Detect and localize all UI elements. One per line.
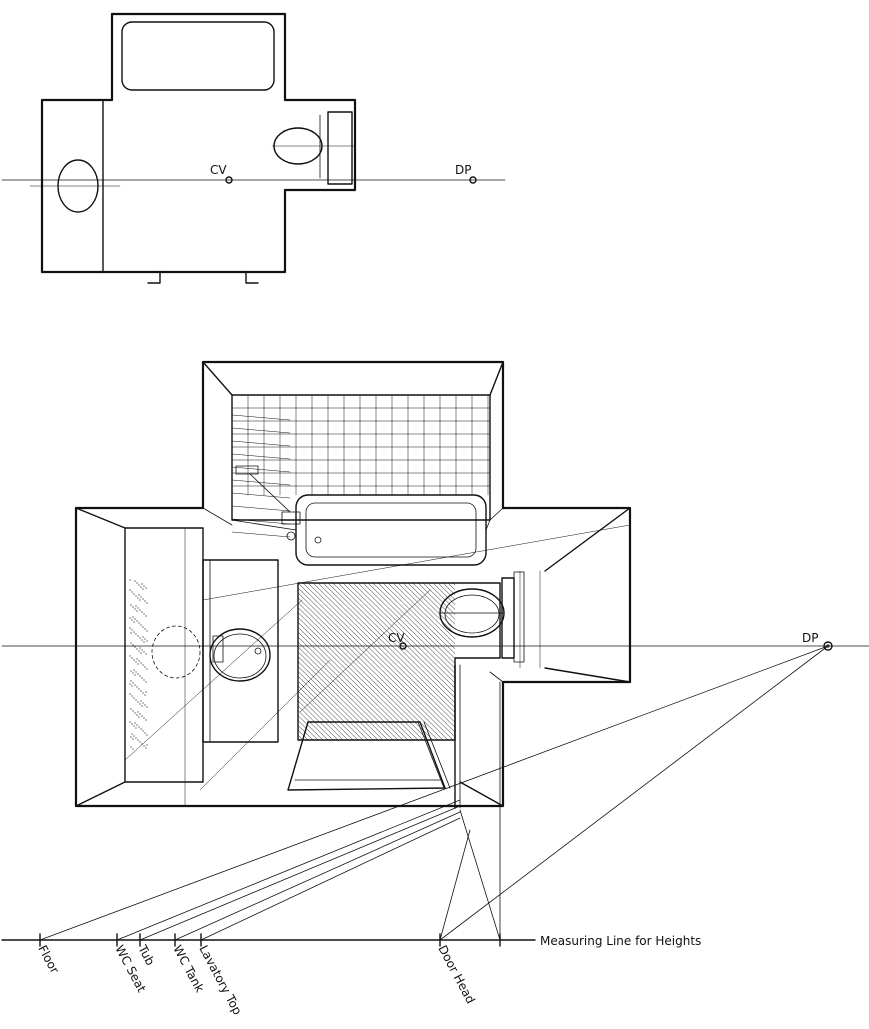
height-label-tub: Tub [135, 942, 158, 968]
persp-lavatory-bowl [209, 628, 271, 682]
persp-lavatory-faucet [212, 635, 224, 663]
persp-floor-hatching [297, 582, 456, 741]
persp-lavatory-hidden [151, 625, 201, 679]
measuring-ticks [39, 933, 501, 947]
height-label-door-head: Door Head [435, 943, 477, 1006]
plan-door-jamb-left [147, 271, 161, 284]
persp-dp-label: DP [802, 631, 818, 645]
persp-cv-label: CV [388, 631, 405, 645]
height-label-lavatory-top: Lavatory Top [196, 943, 244, 1017]
plan-door-jamb-right [245, 271, 259, 284]
persp-shower-fixtures [235, 465, 301, 541]
persp-floor-hatched [297, 582, 501, 741]
plan-toilet-tank [327, 111, 353, 185]
perspective-view: CV DP Measuring Line for Heights Floor W… [1, 360, 869, 1017]
plan-cv-point [225, 176, 233, 184]
persp-receding-edges [75, 361, 631, 807]
plan-view: CV DP [1, 12, 506, 284]
persp-door-threshold [287, 721, 446, 791]
persp-wall-stipple [129, 579, 148, 750]
plan-dp-point [469, 176, 477, 184]
persp-cv-point [399, 642, 407, 650]
persp-measuring-projections [39, 645, 829, 941]
plan-bathtub [121, 21, 275, 91]
persp-construction-lines [124, 524, 631, 807]
persp-vanity-cabinet [202, 559, 279, 743]
measuring-line-label: Measuring Line for Heights [540, 934, 701, 948]
plan-room-outline [40, 12, 357, 274]
plan-cv-label: CV [210, 163, 227, 177]
persp-left-wall [124, 527, 204, 783]
persp-dp-point [823, 641, 833, 651]
persp-tile-grid [231, 394, 491, 538]
persp-toilet [439, 571, 525, 663]
persp-bathtub [295, 494, 487, 566]
height-label-floor: Floor [35, 943, 61, 976]
plan-dp-label: DP [455, 163, 471, 177]
